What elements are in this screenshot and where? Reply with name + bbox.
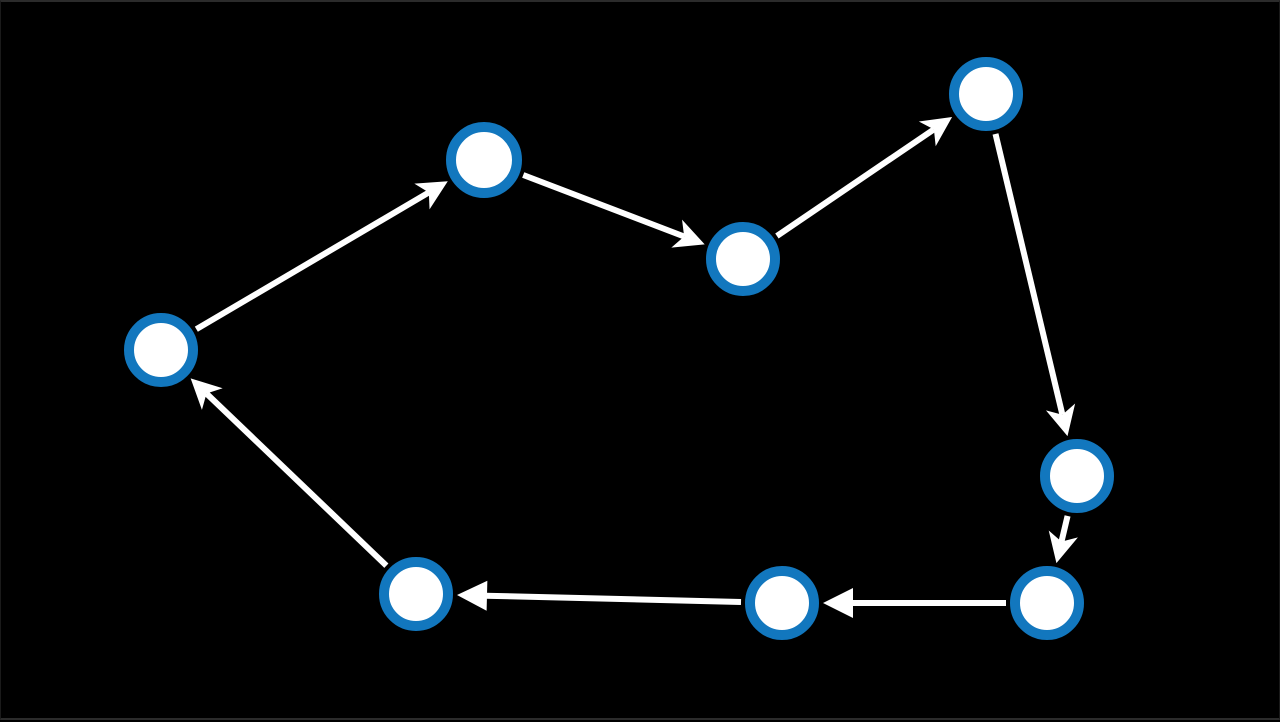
arrowhead-icon [456, 580, 488, 611]
arrowhead-icon [190, 378, 223, 410]
graph-edge[interactable] [522, 172, 705, 248]
graph-edge[interactable] [823, 588, 1006, 618]
graph-node[interactable] [1010, 566, 1084, 640]
node-circle [446, 122, 522, 198]
graph-node[interactable] [446, 122, 522, 198]
graph-node[interactable] [706, 222, 780, 296]
node-circle [124, 313, 198, 387]
arrowhead-icon [1045, 403, 1076, 437]
node-circle [1010, 566, 1084, 640]
edge-shaft [1058, 515, 1071, 543]
graph-node[interactable] [379, 557, 453, 631]
graph-edge[interactable] [775, 117, 953, 239]
arrowhead-icon [823, 588, 853, 618]
node-circle [745, 566, 819, 640]
graph-node[interactable] [745, 566, 819, 640]
edges-layer [190, 117, 1078, 618]
graph-node[interactable] [1040, 439, 1114, 513]
arrowhead-icon [671, 219, 705, 248]
edge-shaft [484, 592, 742, 605]
graph-edge[interactable] [1048, 515, 1078, 564]
graph-edge[interactable] [456, 580, 742, 611]
graph-node[interactable] [124, 313, 198, 387]
edge-shaft [992, 133, 1066, 416]
edge-shaft [775, 126, 936, 239]
edge-shaft [204, 391, 389, 568]
nodes-layer [124, 57, 1114, 640]
edge-shaft [194, 189, 431, 332]
graph-edge[interactable] [992, 133, 1076, 437]
edge-shaft [522, 172, 686, 240]
arrowhead-icon [1048, 530, 1078, 564]
arrowhead-icon [414, 181, 448, 210]
graph-edge[interactable] [194, 181, 448, 332]
node-circle [1040, 439, 1114, 513]
graph-edge[interactable] [190, 378, 389, 568]
graph-node[interactable] [949, 57, 1023, 131]
node-circle [949, 57, 1023, 131]
node-circle [706, 222, 780, 296]
node-circle [379, 557, 453, 631]
arrowhead-icon [918, 117, 953, 147]
